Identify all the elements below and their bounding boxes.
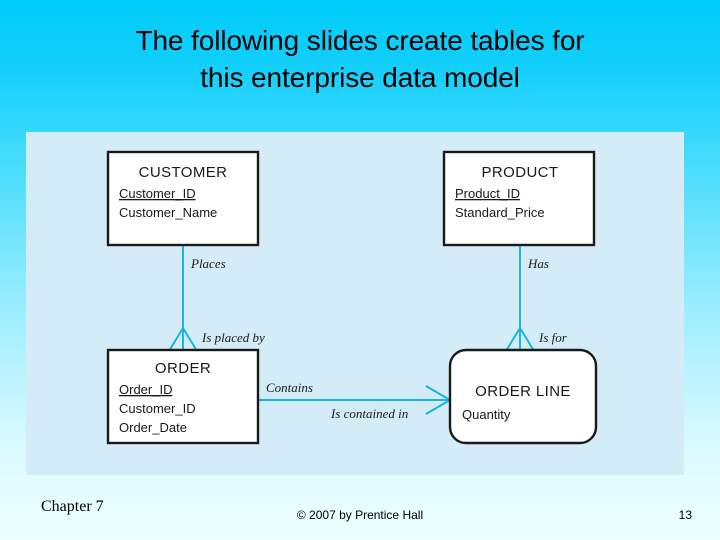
- page-title: The following slides create tables for t…: [0, 22, 720, 96]
- entity-box: [442, 150, 596, 247]
- crowsfoot-prong-left: [505, 327, 521, 352]
- crowsfoot-prong-upper: [425, 385, 451, 401]
- relationship-order-order-line: Contains Is contained in: [258, 380, 451, 421]
- relationship-customer-order: Places Is placed by: [168, 245, 265, 352]
- entity-attribute: Customer_Name: [119, 205, 217, 220]
- relationship-label-contains: Contains: [266, 380, 313, 395]
- entity-attribute: Order_Date: [119, 420, 187, 435]
- entity-box: [106, 348, 260, 445]
- er-diagram-panel: Places Is placed by Has Is for Contains …: [26, 132, 684, 475]
- entity-attribute-primary-key: Product_ID: [455, 186, 520, 201]
- footer-page-number: 13: [678, 508, 692, 522]
- entity-attribute: Standard_Price: [455, 205, 545, 220]
- entity-attribute: Quantity: [462, 407, 511, 422]
- entity-attribute-primary-key: Customer_ID: [119, 186, 196, 201]
- entity-box: [448, 348, 598, 445]
- entity-attribute: Customer_ID: [119, 401, 196, 416]
- entity-attribute-primary-key: Order_ID: [119, 382, 172, 397]
- relationship-label-is-for: Is for: [538, 330, 568, 345]
- relationship-product-order-line: Has Is for: [505, 245, 568, 352]
- crowsfoot-prong-right: [182, 327, 198, 352]
- entity-name: CUSTOMER: [139, 164, 228, 181]
- relationship-label-places: Places: [190, 256, 226, 271]
- entity-box: [106, 150, 260, 247]
- entity-name: ORDER: [155, 360, 211, 377]
- crowsfoot-prong-left: [168, 327, 184, 352]
- entity-product[interactable]: PRODUCT Product_ID Standard_Price: [442, 150, 596, 247]
- crowsfoot-prong-lower: [425, 399, 451, 415]
- entity-order-line[interactable]: ORDER LINE Quantity: [448, 348, 598, 445]
- entity-order[interactable]: ORDER Order_ID Customer_ID Order_Date: [106, 348, 260, 445]
- relationship-label-has: Has: [527, 256, 549, 271]
- entity-name: PRODUCT: [482, 164, 559, 181]
- page-title-line-2: this enterprise data model: [200, 62, 520, 94]
- footer-copyright: © 2007 by Prentice Hall: [296, 508, 424, 522]
- page-title-line-1: The following slides create tables for: [135, 25, 585, 56]
- crowsfoot-prong-right: [519, 327, 535, 352]
- footer-chapter: Chapter 7: [41, 498, 104, 515]
- entity-name: ORDER LINE: [475, 383, 571, 400]
- entity-customer[interactable]: CUSTOMER Customer_ID Customer_Name: [106, 150, 260, 247]
- relationship-label-is-contained-in: Is contained in: [330, 406, 408, 421]
- relationship-label-is-placed-by: Is placed by: [201, 330, 265, 345]
